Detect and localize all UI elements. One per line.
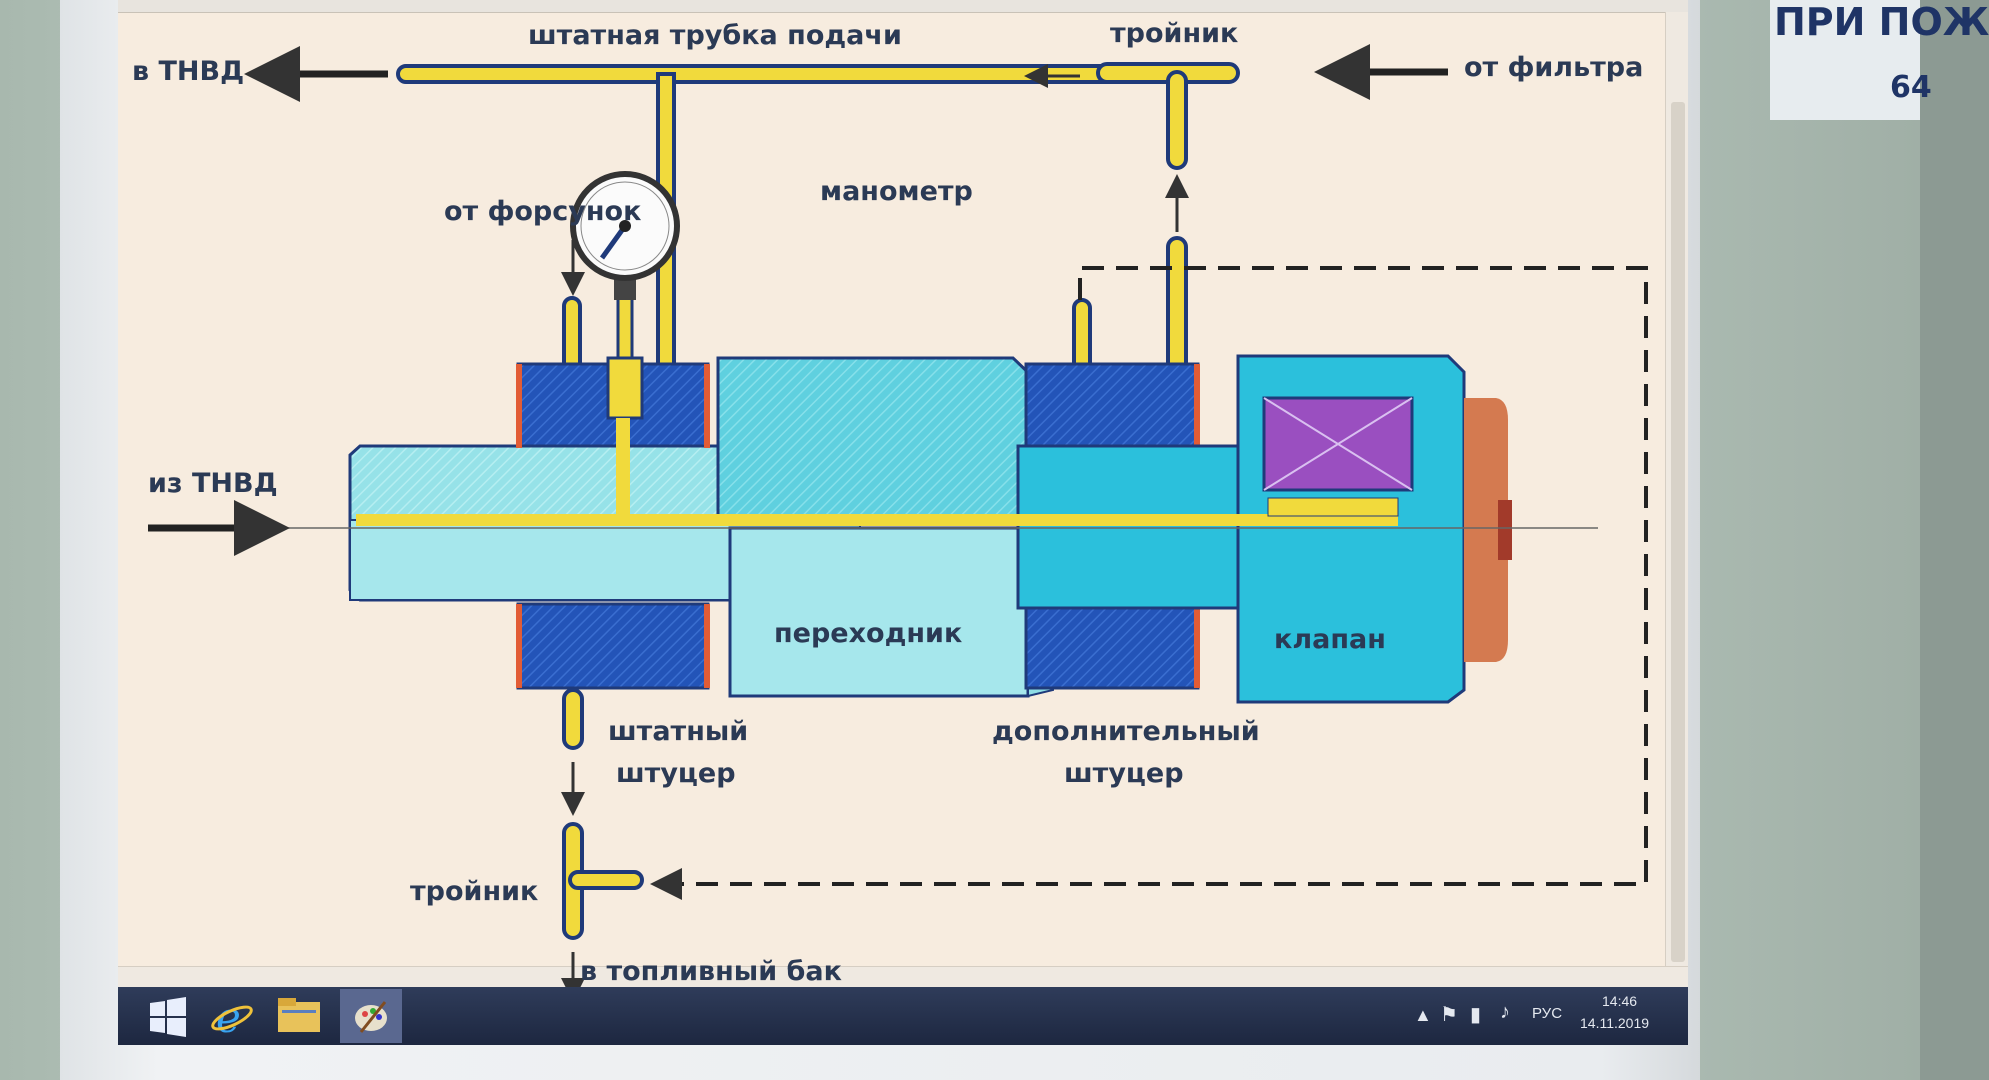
label-to-tnvd: в ТНВД [132,56,245,87]
explorer-icon[interactable] [276,996,322,1036]
label-to-tank: в топливный бак [580,956,842,987]
label-tee-bottom: тройник [410,876,539,907]
paint-button-active[interactable] [340,989,402,1043]
paint-icon [355,1001,387,1033]
start-icon[interactable] [148,997,188,1037]
return-dashed-line [650,266,1648,900]
fuel-diagram [148,44,1648,1002]
clock-date[interactable]: 14.11.2019 [1580,1015,1650,1031]
label-extra-fitting-2: штуцер [1064,758,1184,789]
label-from-filter: от фильтра [1464,52,1644,83]
taskbar: e ▲ ⚑ ▮ ♪ РУС 14:46 14.11.2019 [118,987,1688,1045]
label-standard-tube: штатная трубка подачи [528,20,902,51]
label-from-tnvd: из ТНВД [148,468,278,499]
tee-top [1096,62,1240,170]
label-tee-top: тройник [1110,18,1239,49]
tee-bottom [562,822,644,940]
pressure-gauge [570,171,680,300]
label-gauge: манометр [820,176,973,207]
scroll-thumb[interactable] [1671,102,1685,962]
poster-number: 64 [1890,70,1932,105]
extra-fitting-lower [1024,602,1200,690]
horizontal-scrollbar[interactable] [118,966,1688,987]
language-indicator[interactable]: РУС [1532,1005,1563,1022]
volume-icon[interactable]: ♪ [1500,1001,1510,1023]
label-from-injectors: от форсунок [444,196,642,227]
standard-fitting-lower [516,602,710,690]
monitor-screen: в ТНВД штатная трубка подачи тройник от … [118,0,1688,1045]
poster-text: ПРИ ПОЖ [1774,0,1989,44]
gauge-stem [616,292,634,366]
vertical-scrollbar[interactable] [1665,12,1688,1025]
app-ribbon [118,0,1688,13]
label-standard-fitting-2: штуцер [616,758,736,789]
label-standard-fitting-1: штатный [608,716,749,747]
clock-time[interactable]: 14:46 [1602,993,1638,1009]
drain-pipe [562,688,584,750]
valve-cap [1464,398,1508,662]
label-valve: клапан [1274,624,1386,655]
tray-expand-icon[interactable]: ▲ [1414,1005,1432,1025]
flag-icon[interactable]: ⚑ [1440,1004,1458,1026]
fuel-passage [356,514,1398,526]
network-icon[interactable]: ▮ [1470,1004,1482,1026]
side-poster: ПРИ ПОЖ 64 [1770,0,1989,120]
extra-fitting-upper [1024,362,1200,448]
standard-tube [396,64,1135,448]
label-extra-fitting-1: дополнительный [992,716,1260,747]
label-adapter: переходник [774,618,963,649]
ie-icon[interactable]: e [210,993,254,1042]
valve-body [1236,354,1466,704]
